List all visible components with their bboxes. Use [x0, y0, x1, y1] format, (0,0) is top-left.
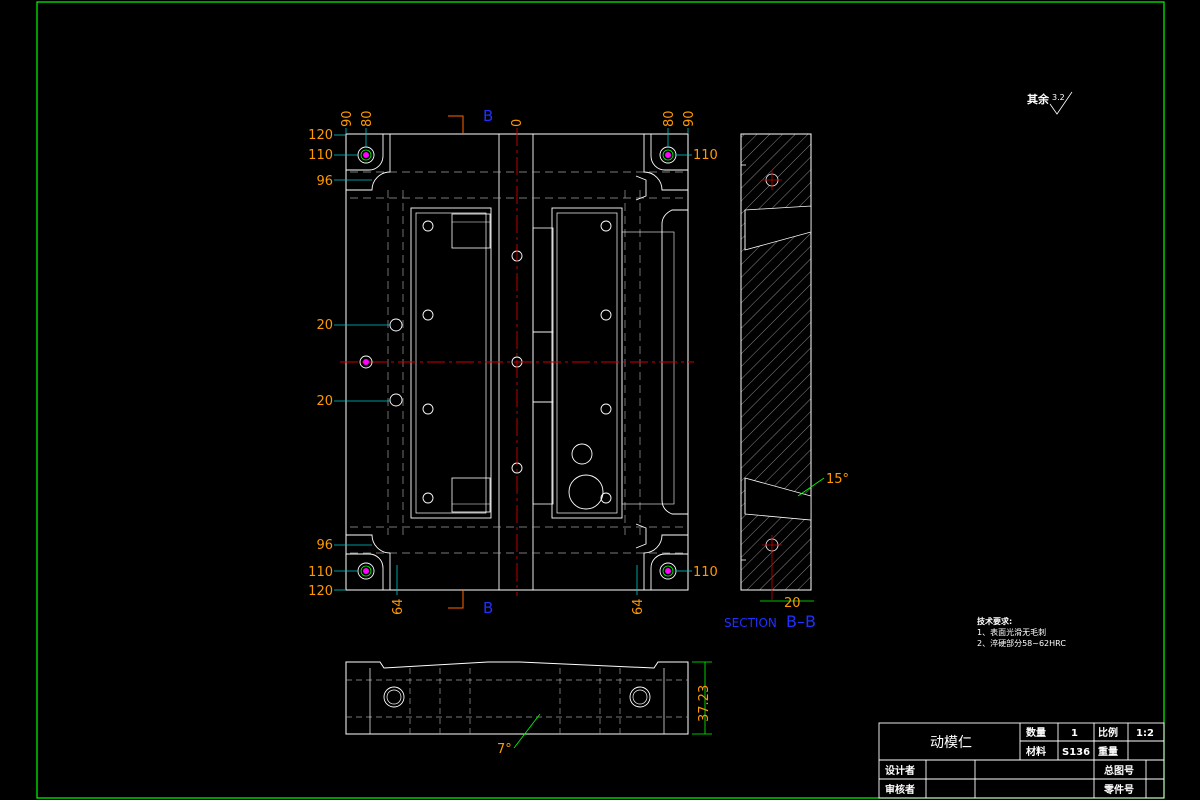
weight-label: 重量	[1098, 745, 1118, 758]
material-value: S136	[1062, 747, 1090, 758]
tech-note-2: 2、淬硬部分58~62HRC	[977, 638, 1066, 648]
dim-top-3: 0	[510, 119, 525, 127]
part-name: 动模仁	[930, 735, 972, 751]
dim-left-7: 110	[308, 565, 333, 580]
qty-value: 1	[1071, 728, 1078, 739]
surface-finish-note: 其余 3.2	[1027, 91, 1073, 115]
dim-left-2: 110	[308, 148, 333, 163]
section-hatch-body	[740, 133, 812, 591]
section-mark-bottom: B	[483, 599, 493, 617]
assembly-no-label: 总图号	[1104, 764, 1134, 777]
dim-bottom-2: 64	[631, 598, 646, 615]
section-mark-top: B	[483, 107, 493, 125]
drawing-frame	[36, 1, 1165, 799]
tech-notes: 技术要求: 1、表面光滑无毛刺 2、淬硬部分58~62HRC	[977, 616, 1066, 648]
qty-label: 数量	[1026, 726, 1046, 739]
surface-finish-symbol	[1049, 91, 1073, 115]
dim-right-1: 110	[693, 148, 718, 163]
dim-left-4: 20	[316, 318, 333, 333]
dim-top-2: 80	[360, 110, 375, 127]
part-no-label: 零件号	[1103, 783, 1134, 796]
dim-left-8: 120	[308, 584, 333, 599]
dim-left-6: 96	[316, 538, 333, 553]
section-angle: 15°	[826, 472, 849, 487]
tech-notes-title: 技术要求:	[977, 616, 1012, 626]
surface-finish-label: 其余	[1027, 92, 1050, 106]
reviewer-label: 审核者	[885, 783, 915, 796]
dim-top-5: 90	[682, 110, 697, 127]
section-view: 15° 20 SECTION B–B	[724, 133, 849, 631]
dim-bottom-1: 64	[391, 598, 406, 615]
scale-value: 1:2	[1136, 728, 1154, 739]
tech-note-1: 1、表面光滑无毛刺	[977, 627, 1046, 637]
bottom-view: 37.23 7°	[345, 661, 712, 757]
section-title: SECTION	[724, 616, 777, 630]
dim-left-3: 96	[316, 174, 333, 189]
dim-top-1: 90	[340, 110, 355, 127]
bottom-angle: 7°	[497, 742, 512, 757]
section-width-dim: 20	[784, 596, 801, 611]
bottom-height-dim: 37.23	[697, 685, 712, 722]
surface-finish-value: 3.2	[1052, 93, 1065, 102]
dim-left-5: 20	[316, 394, 333, 409]
section-name: B–B	[786, 612, 816, 631]
dim-right-2: 110	[693, 565, 718, 580]
designer-label: 设计者	[885, 764, 915, 777]
scale-label: 比例	[1098, 726, 1118, 739]
dim-left-1: 120	[308, 128, 333, 143]
material-label: 材料	[1026, 745, 1046, 758]
left-pocket	[410, 207, 492, 519]
dim-top-4: 80	[662, 110, 677, 127]
bottom-view-outline	[345, 661, 689, 735]
title-block: 动模仁 数量 1 比例 1:2 材料 S136 重量 设计者 审核者 总图号 零…	[878, 722, 1165, 799]
main-view: B B 90 80 0 80 90	[308, 107, 718, 617]
right-pocket	[551, 207, 623, 519]
